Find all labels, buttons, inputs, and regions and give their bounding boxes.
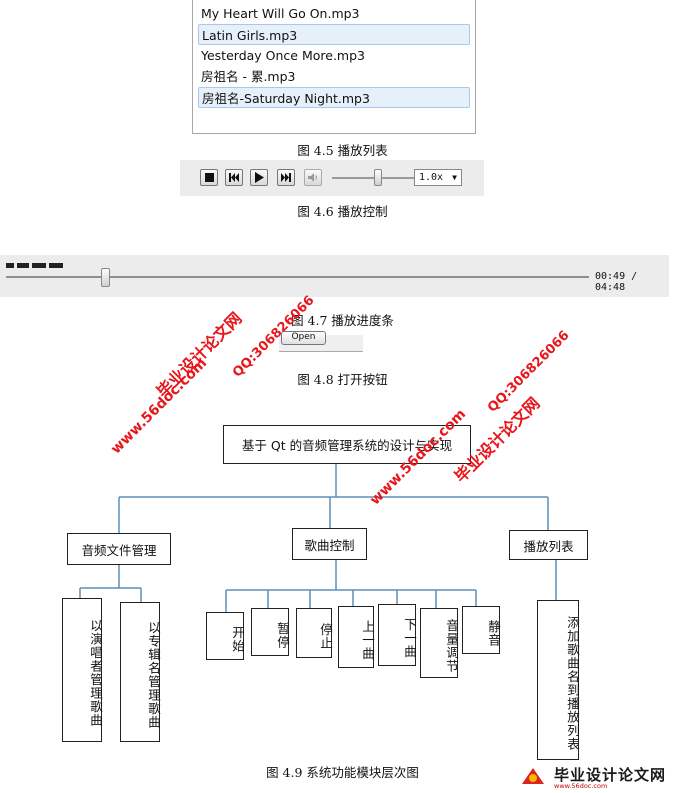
figure-caption: 图 4.8 打开按钮 [297,372,388,387]
speed-select[interactable]: 1.0x ▼ [414,169,462,186]
diagram-leaf-node: 添加歌曲名到播放列表 [537,600,580,760]
figure-caption: 图 4.5 播放列表 [297,143,388,158]
progress-handle[interactable] [101,268,111,287]
diagram-leaf-node: 音量调节 [420,608,459,678]
volume-icon [308,173,317,182]
previous-button[interactable] [225,169,243,186]
diagram-root-node: 基于 Qt 的音频管理系统的设计与实现 [223,425,471,464]
next-button[interactable] [277,169,295,186]
diagram-leaf-node: 开始 [206,612,245,660]
time-readout: 00:49 / 04:48 [595,271,638,293]
volume-slider-track[interactable] [332,177,434,179]
logo-mark-icon [522,768,544,784]
stop-button[interactable] [200,169,218,186]
volume-slider-handle[interactable] [373,169,382,186]
previous-icon [229,173,239,182]
playlist-item[interactable]: Yesterday Once More.mp3 [201,48,365,63]
progress-bar-panel: 00:49 / 04:48 [0,255,669,297]
figure-caption: 图 4.6 播放控制 [297,204,388,219]
playback-controls: 1.0x ▼ [180,160,484,196]
play-icon [255,172,264,183]
figure-caption: 图 4.9 系统功能模块层次图 [266,765,419,780]
diagram-module-node: 播放列表 [509,530,588,560]
diagram-leaf-node: 停止 [296,608,333,658]
stop-icon [205,173,214,182]
diagram-module-node: 音频文件管理 [67,533,171,565]
progress-track[interactable] [6,276,589,278]
playlist-item[interactable]: My Heart Will Go On.mp3 [201,6,360,21]
playlist-item[interactable]: Latin Girls.mp3 [198,24,470,45]
play-button[interactable] [250,169,268,186]
speed-value: 1.0x [419,172,444,183]
chevron-down-icon: ▼ [452,173,457,182]
playlist-panel: My Heart Will Go On.mp3 Latin Girls.mp3 … [192,0,476,134]
open-button-panel: Open [279,331,363,352]
logo-text: 毕业设计论文网 [554,766,667,784]
diagram-leaf-node: 上一曲 [338,606,375,668]
playlist-item[interactable]: 房祖名-Saturday Night.mp3 [198,87,470,108]
diagram-leaf-node: 暂停 [251,608,290,656]
playlist-item[interactable]: 房祖名 - 累.mp3 [201,69,296,84]
site-logo: 毕业设计论文网 www.56doc.com [520,763,680,790]
figure-caption: 图 4.7 播放进度条 [291,313,394,328]
mute-button[interactable] [304,169,322,186]
logo-url: www.56doc.com [554,782,608,790]
diagram-leaf-node: 下一曲 [378,604,417,666]
diagram-leaf-node: 以演唱者管理歌曲 [62,598,103,742]
next-icon [281,173,291,182]
open-button[interactable]: Open [281,331,326,345]
diagram-leaf-node: 静音 [462,606,501,654]
diagram-module-node: 歌曲控制 [292,528,367,560]
cropped-label [6,260,76,268]
diagram-leaf-node: 以专辑名管理歌曲 [120,602,161,742]
